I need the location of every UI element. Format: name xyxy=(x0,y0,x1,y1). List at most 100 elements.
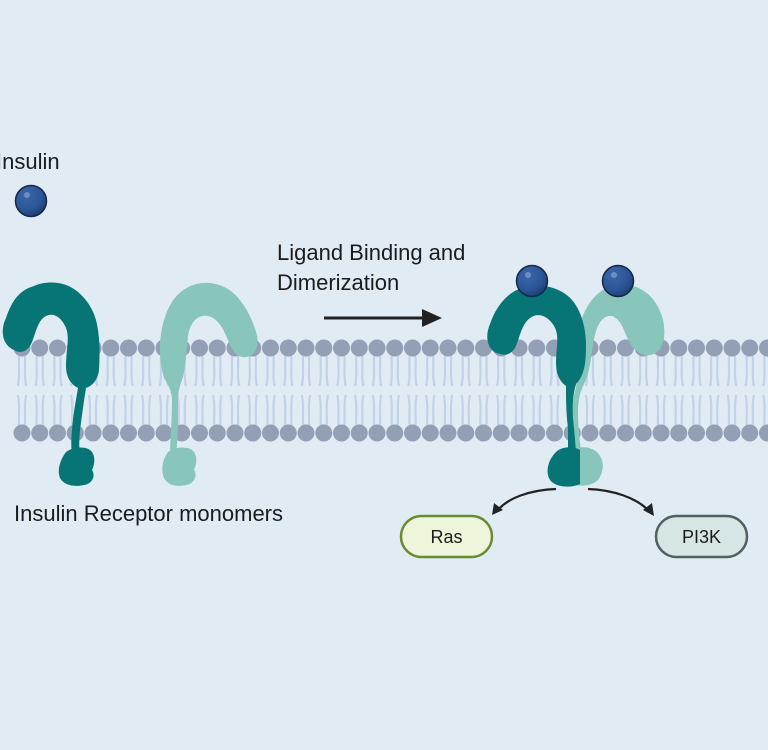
insulin-label: Insulin xyxy=(0,149,60,174)
lipid-tail xyxy=(460,355,464,387)
lipid-tail xyxy=(87,394,92,426)
lipid-tail xyxy=(282,355,287,387)
lipid-tail xyxy=(34,355,38,387)
lipid-tail xyxy=(655,355,660,387)
lipid-tail xyxy=(59,394,63,426)
cell-membrane xyxy=(13,339,768,442)
lipid-head xyxy=(279,339,297,357)
lipid-tail xyxy=(16,394,21,426)
lipid-tail xyxy=(478,355,482,387)
pathway-node-pi3k: PI3K xyxy=(654,514,749,559)
lipid-head xyxy=(670,339,688,357)
lipid-tail xyxy=(495,394,500,426)
lipid-tail xyxy=(460,394,464,426)
step-title-line1: Ligand Binding and xyxy=(277,240,465,265)
lipid-head xyxy=(262,339,279,357)
lipid-tail xyxy=(708,394,713,426)
lipid-tail xyxy=(609,394,614,426)
lipid-head xyxy=(137,339,155,357)
lipid-head xyxy=(528,339,546,357)
lipid-tail xyxy=(673,355,677,387)
lipid-head xyxy=(297,339,315,357)
lipid-head xyxy=(688,339,705,357)
lipid-tail xyxy=(336,355,340,387)
lipid-tail xyxy=(424,355,429,387)
lipid-head xyxy=(741,424,759,442)
step-title-line2: Dimerization xyxy=(277,270,399,295)
lipid-head xyxy=(492,424,510,442)
lipid-tail xyxy=(201,355,205,387)
lipid-head xyxy=(208,339,226,357)
lipid-tail xyxy=(424,394,429,426)
lipid-heads-inner xyxy=(13,424,768,442)
lipid-head xyxy=(155,424,173,442)
lipid-tail xyxy=(485,355,489,387)
lipid-head xyxy=(368,339,386,357)
lipid-head xyxy=(759,339,768,357)
lipid-tail xyxy=(591,394,596,426)
pathway-node-ras: Ras xyxy=(399,514,494,559)
lipid-tail xyxy=(183,394,188,426)
lipid-tail xyxy=(645,355,649,387)
lipid-head xyxy=(617,424,634,442)
lipid-tail xyxy=(343,355,347,387)
lipid-tail xyxy=(165,394,170,426)
lipid-tail xyxy=(538,394,543,426)
lipid-tail xyxy=(272,355,276,387)
pi3k-label: PI3K xyxy=(682,527,721,547)
lipid-tail xyxy=(272,394,276,426)
lipid-head xyxy=(386,424,404,442)
lipid-tail xyxy=(318,394,322,426)
lipid-head xyxy=(439,339,457,357)
lipid-tail xyxy=(645,394,649,426)
lipid-tail xyxy=(41,394,46,426)
lipid-head xyxy=(723,339,741,357)
lipid-tail xyxy=(478,394,482,426)
lipid-head xyxy=(759,424,768,442)
lipid-tail xyxy=(602,394,606,426)
lipid-tail xyxy=(211,355,216,387)
lipid-head xyxy=(31,424,49,442)
lipid-tail xyxy=(378,394,383,426)
lipid-tail xyxy=(290,394,294,426)
lipid-tail xyxy=(69,394,74,426)
lipid-tail xyxy=(591,355,596,387)
lipid-head xyxy=(528,424,546,442)
lipid-head xyxy=(457,424,475,442)
lipid-tail xyxy=(140,355,145,387)
lipid-tail xyxy=(662,394,667,426)
lipid-tail xyxy=(123,394,127,426)
lipid-tail xyxy=(407,355,411,387)
lipid-tail xyxy=(602,355,606,387)
lipid-head xyxy=(315,339,333,357)
lipid-tail xyxy=(432,355,436,387)
insulin-molecule-free xyxy=(14,184,48,218)
lipid-head xyxy=(634,424,652,442)
lipid-tail xyxy=(353,355,358,387)
lipid-head xyxy=(386,339,404,357)
lipid-head xyxy=(510,424,528,442)
lipid-tail xyxy=(691,355,695,387)
lipid-tail xyxy=(549,355,553,387)
lipid-tail xyxy=(503,394,507,426)
lipid-head xyxy=(741,339,759,357)
lipid-tail xyxy=(503,355,507,387)
lipid-tail xyxy=(396,394,401,426)
lipid-head xyxy=(191,339,208,357)
lipid-head xyxy=(137,424,155,442)
lipid-head xyxy=(333,339,350,357)
lipid-tail xyxy=(655,394,660,426)
lipid-head xyxy=(244,424,262,442)
lipid-tail xyxy=(201,394,205,426)
lipid-tail xyxy=(130,394,134,426)
receptor-dimer-dark-half xyxy=(487,285,586,487)
lipid-head xyxy=(191,424,208,442)
lipid-tail xyxy=(307,394,312,426)
lipid-head xyxy=(670,424,688,442)
lipid-tail xyxy=(495,355,500,387)
lipid-tail xyxy=(325,394,330,426)
lipid-tail xyxy=(627,394,631,426)
lipid-tail xyxy=(673,394,677,426)
insulin-molecule-bound-1 xyxy=(515,264,549,298)
lipid-tail xyxy=(751,394,756,426)
